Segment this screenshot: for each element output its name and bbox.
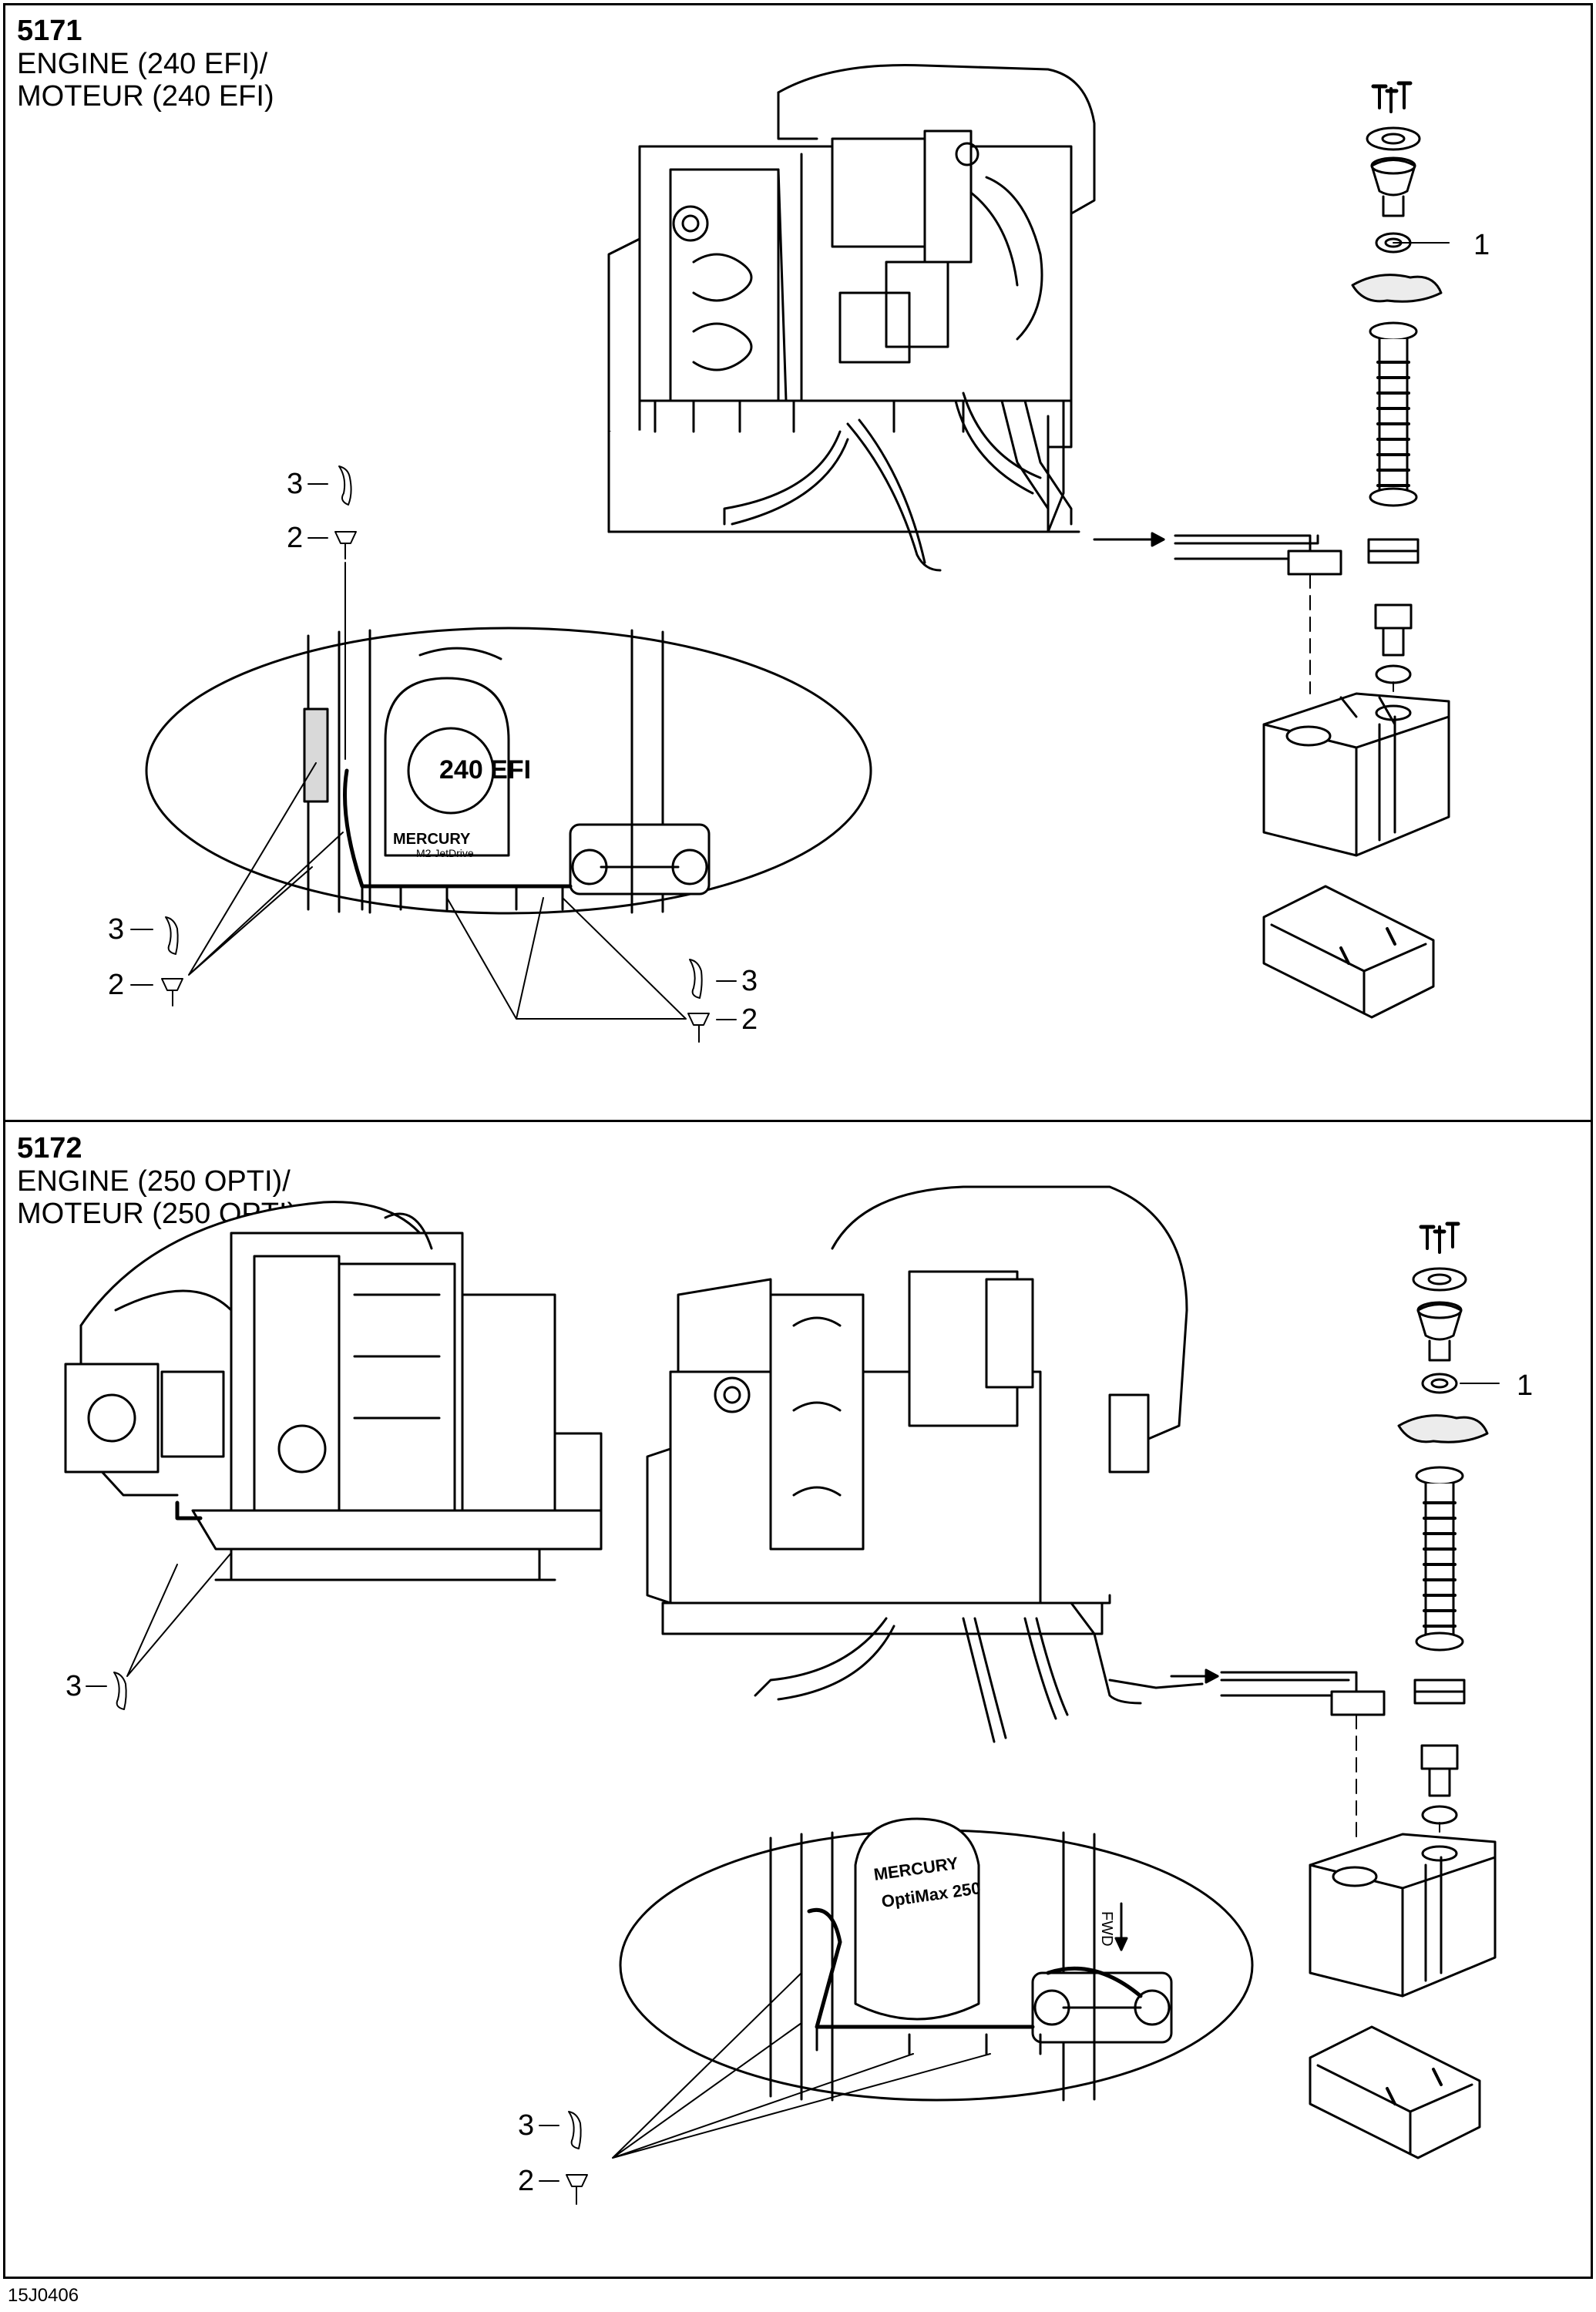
drawing-code: 15J0406 xyxy=(8,2285,79,2306)
callout-3: 3 xyxy=(108,913,124,946)
direction-label: FWD xyxy=(1098,1911,1115,1947)
section-number: 5171 xyxy=(17,15,82,47)
callouts-5172: 1 3 3 2 xyxy=(66,1369,1533,2205)
callout-3: 3 xyxy=(287,468,303,500)
callout-3: 3 xyxy=(518,2109,534,2142)
engine-brand-label: MERCURY xyxy=(393,831,471,848)
section-5171-title: 5171 ENGINE (240 EFI)/ MOTEUR (240 EFI) xyxy=(17,14,274,113)
callouts-5171: 1 3 2 3 2 3 2 xyxy=(108,229,1490,1043)
section-title-en: ENGINE (240 EFI)/ xyxy=(17,48,268,80)
detail-view-240: 240 EFI MERCURY M2 JetDrive xyxy=(145,627,872,915)
fuel-tank-top xyxy=(1262,692,1450,857)
tank-bracket-bottom xyxy=(1309,2025,1481,2159)
callout-1: 1 xyxy=(1517,1369,1533,1402)
engine-250-opti-side xyxy=(64,1201,603,1581)
flow-arrow xyxy=(1093,532,1165,547)
callout-2: 2 xyxy=(518,2165,534,2197)
callout-1: 1 xyxy=(1473,229,1490,261)
vent-stack-bottom xyxy=(1397,1222,1500,1825)
section-title-fr: MOTEUR (240 EFI) xyxy=(17,80,274,113)
engine-badge-240: 240 EFI xyxy=(439,755,531,785)
engine-240-efi-drawing xyxy=(607,63,1096,572)
callout-3: 3 xyxy=(741,965,758,997)
callout-3: 3 xyxy=(66,1670,82,1702)
section-5172-frame xyxy=(3,1120,1593,2279)
vent-hose-bottom xyxy=(1220,1671,1440,1843)
callout-2: 2 xyxy=(287,522,303,554)
fuel-tank-bottom xyxy=(1309,1833,1497,1998)
engine-sub-label: M2 JetDrive xyxy=(416,847,474,859)
flow-arrow xyxy=(1170,1668,1219,1684)
detail-view-250: MERCURY OptiMax 250 FWD xyxy=(619,1817,1254,2102)
section-number: 5172 xyxy=(17,1132,82,1164)
vent-hose-top xyxy=(1174,534,1394,694)
vent-stack-top xyxy=(1351,81,1450,684)
callout-2: 2 xyxy=(741,1003,758,1036)
tank-bracket-top xyxy=(1262,885,1435,1019)
engine-250-opti-rear xyxy=(646,1185,1204,1743)
section-title-en: ENGINE (250 OPTI)/ xyxy=(17,1165,291,1198)
callout-2: 2 xyxy=(108,969,124,1001)
